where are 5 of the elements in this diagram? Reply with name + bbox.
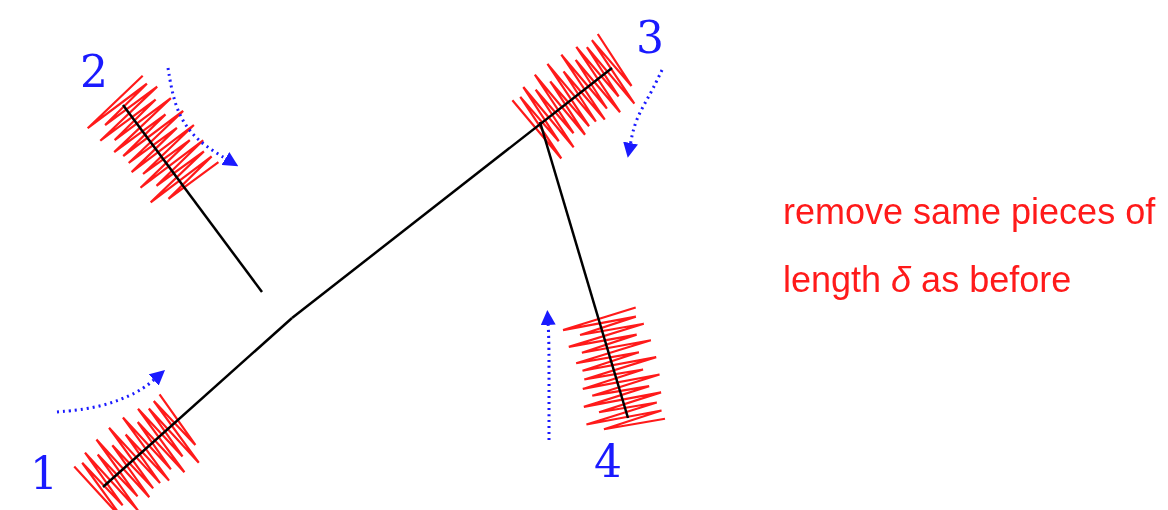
- callout-number: 4: [594, 440, 622, 484]
- note-text: remove same pieces of length δ as before: [783, 190, 1157, 302]
- callout-number: 1: [30, 452, 58, 496]
- callout-number: 2: [80, 50, 108, 94]
- callout-number: 3: [636, 16, 664, 60]
